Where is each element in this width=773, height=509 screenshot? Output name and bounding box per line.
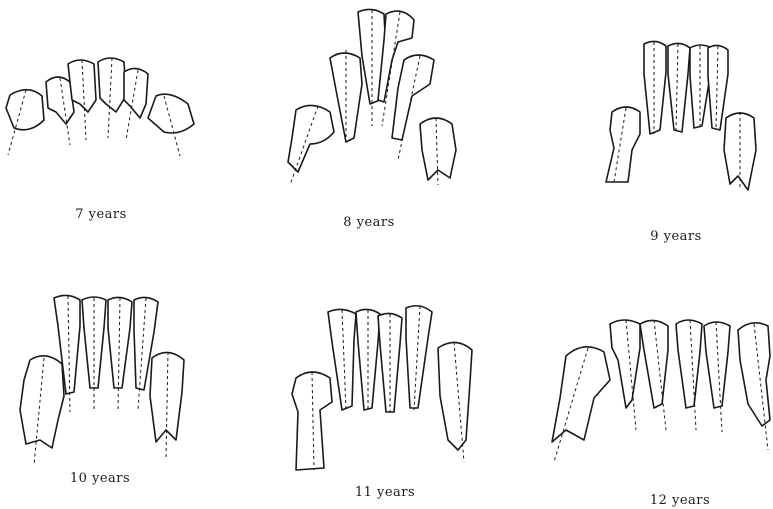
tooth [610, 320, 640, 430]
tooth [378, 313, 402, 412]
tooth [124, 68, 148, 140]
panel-7-years: 7 years [6, 58, 194, 222]
panel-9-years: 9 years [606, 41, 756, 244]
tooth [288, 105, 334, 185]
tooth [356, 309, 380, 410]
panel-label: 9 years [650, 229, 702, 244]
panel-label: 10 years [70, 471, 130, 486]
tooth [150, 352, 184, 460]
tooth [330, 50, 362, 142]
tooth [640, 320, 668, 430]
tooth [6, 90, 44, 155]
panel-label: 12 years [650, 493, 710, 508]
tooth [108, 297, 132, 410]
tooth [98, 58, 126, 138]
tooth [606, 107, 640, 182]
panel-12-years: 12 years [552, 320, 770, 508]
tooth [668, 43, 690, 132]
tooth [420, 118, 456, 185]
tooth [68, 60, 96, 140]
tooth [724, 112, 756, 190]
tooth [676, 320, 702, 430]
tooth [708, 45, 728, 130]
tooth [292, 372, 332, 470]
tooth [644, 41, 666, 134]
tooth [552, 347, 610, 462]
tooth [406, 306, 432, 410]
panel-10-years: 10 years [20, 295, 184, 486]
tooth [20, 356, 64, 465]
panel-label: 11 years [355, 485, 415, 500]
tooth [704, 322, 730, 432]
tooth [438, 342, 472, 462]
tooth [738, 323, 770, 450]
panel-11-years: 11 years [292, 306, 472, 500]
tooth [148, 94, 194, 156]
tooth [82, 297, 106, 410]
panel-label: 7 years [75, 207, 127, 222]
panel-label: 8 years [343, 215, 395, 230]
panel-8-years: 8 years [288, 9, 456, 230]
